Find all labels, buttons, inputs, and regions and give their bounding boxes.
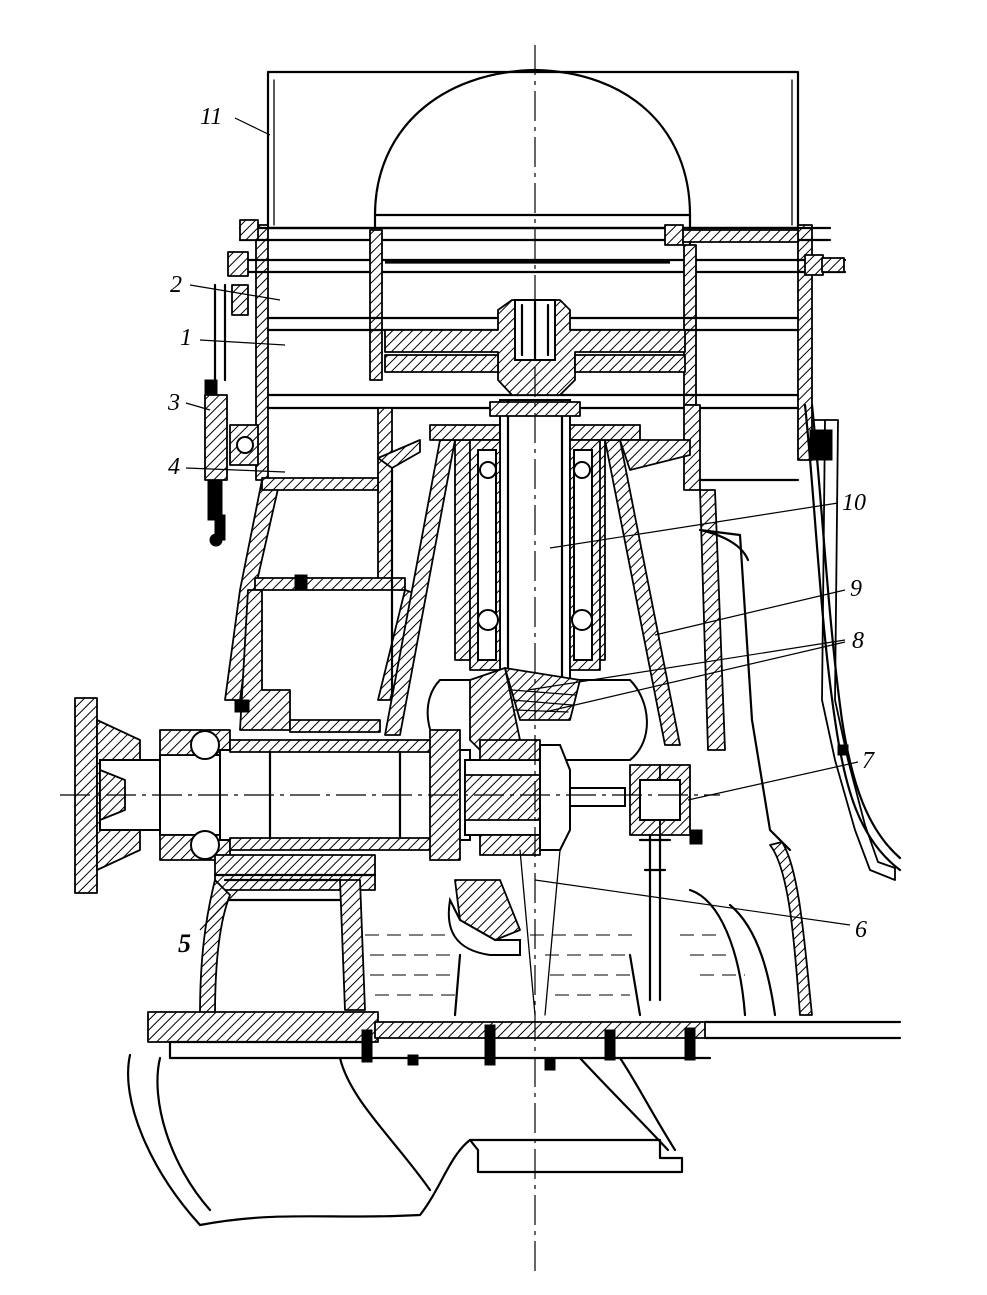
- label-1: 1: [180, 325, 192, 351]
- label-3: 3: [167, 390, 180, 416]
- label-6: 6: [855, 917, 867, 943]
- label-2: 2: [170, 272, 182, 298]
- label-9: 9: [850, 576, 862, 602]
- part-labels: 11 2 1 3 4 10 9 8 7 5 6: [167, 104, 875, 958]
- label-7: 7: [862, 748, 875, 774]
- base-casting: [126, 1053, 684, 1227]
- label-5: 5: [178, 929, 191, 958]
- label-11: 11: [200, 104, 222, 130]
- fasteners: [204, 379, 849, 1071]
- oil-pump: [629, 764, 691, 1002]
- oil-sump: [147, 841, 902, 1060]
- label-10: 10: [842, 490, 866, 516]
- label-8: 8: [852, 628, 864, 654]
- label-4: 4: [168, 454, 180, 480]
- upper-housing: [227, 219, 847, 482]
